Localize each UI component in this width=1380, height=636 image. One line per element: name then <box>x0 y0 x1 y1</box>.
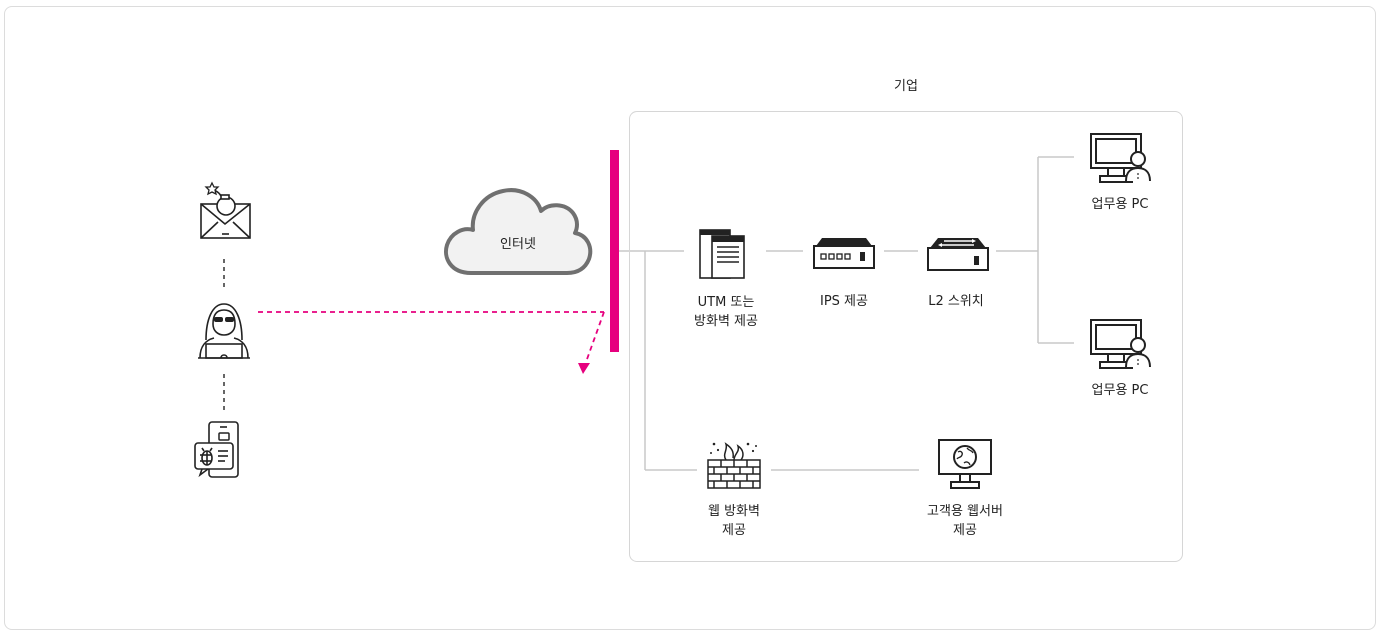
web-server-monitor-icon <box>938 439 992 489</box>
cloud-icon <box>444 188 593 275</box>
internet-label: 인터넷 <box>500 237 536 252</box>
firewall-wall <box>610 150 619 352</box>
corporate-label: 기업 <box>894 79 918 94</box>
waf-label: 웹 방화벽 제공 <box>688 502 780 540</box>
workstation-user-icon <box>1090 133 1151 183</box>
ips-device-icon <box>813 238 875 269</box>
mobile-malware-icon <box>194 421 239 478</box>
attack-arrow <box>258 311 605 374</box>
waf-label-line2: 제공 <box>722 523 746 538</box>
workstation-user-icon <box>1090 319 1151 369</box>
l2-label: L2 스위치 <box>928 294 984 309</box>
firewall-icon <box>707 442 761 489</box>
hacker-laptop-icon <box>198 303 250 359</box>
pc1-label: 업무용 PC <box>1091 197 1149 212</box>
ips-label: IPS 제공 <box>820 294 868 309</box>
pc2-label: 업무용 PC <box>1091 383 1149 398</box>
utm-label-line2: 방화벽 제공 <box>694 314 758 329</box>
webserver-label-line2: 제공 <box>953 523 977 538</box>
mail-bomb-icon <box>200 181 251 239</box>
l2-switch-icon <box>927 238 989 271</box>
corporate-network-box <box>629 111 1183 562</box>
utm-label: UTM 또는 방화벽 제공 <box>680 293 772 331</box>
utm-label-line1: UTM 또는 <box>697 295 755 310</box>
webserver-label: 고객용 웹서버 제공 <box>914 502 1016 540</box>
server-icon <box>699 229 745 279</box>
webserver-label-line1: 고객용 웹서버 <box>927 504 1003 519</box>
waf-label-line1: 웹 방화벽 <box>708 504 760 519</box>
diagram-frame <box>4 6 1376 630</box>
